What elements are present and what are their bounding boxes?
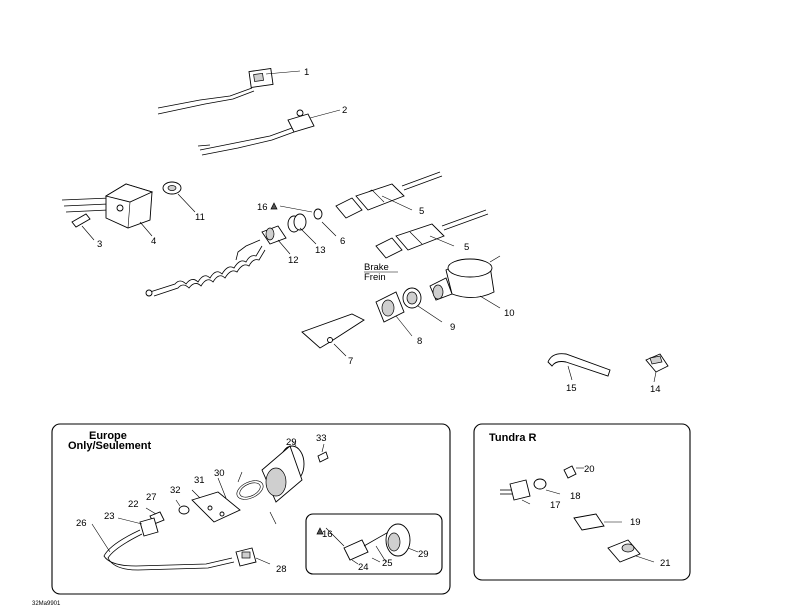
part-18-washer — [533, 478, 547, 490]
figure-reference-code: 32Ma9901 — [32, 601, 61, 607]
brake-label: Brake — [364, 262, 389, 273]
inset-parts — [316, 523, 411, 563]
europe-inset-panel — [305, 513, 443, 575]
part-13-spacer — [287, 213, 317, 245]
callout-29-main: 29 — [286, 437, 297, 448]
callout-33: 33 — [316, 433, 327, 444]
callout-31: 31 — [194, 475, 205, 486]
callout-8: 8 — [417, 336, 422, 347]
part-8-housing — [375, 291, 413, 337]
callout-1: 1 — [304, 67, 309, 78]
part-1-switch-harness — [157, 68, 301, 115]
part-6-nut — [313, 208, 337, 237]
part-15-cable-tie — [547, 353, 611, 381]
part-26-wire — [103, 529, 235, 571]
part-17-socket — [500, 479, 531, 501]
callout-19: 19 — [630, 517, 641, 528]
callout-6: 6 — [340, 236, 345, 247]
callout-12: 12 — [288, 255, 299, 266]
part-2-harness — [197, 109, 341, 156]
callout-17: 17 — [550, 500, 561, 511]
part-32-bracket — [191, 491, 241, 523]
callout-15: 15 — [566, 383, 577, 394]
part-11-grommet — [162, 181, 196, 213]
part-3-screw — [71, 213, 95, 241]
part-19-bracket — [573, 513, 605, 531]
callout-24: 24 — [358, 562, 369, 573]
part-4-control-box — [61, 183, 154, 237]
tundra-r-heading: Tundra R — [489, 432, 537, 444]
part-7-lever — [301, 313, 365, 357]
callout-3: 3 — [97, 239, 102, 250]
part-16-adhesive-symbol — [270, 202, 313, 213]
callout-29-inset: 29 — [418, 549, 429, 560]
callout-9: 9 — [450, 322, 455, 333]
part-10-brake-switch — [429, 255, 501, 309]
only-seulement-heading: Only/Seulement — [68, 440, 151, 452]
part-21-switch — [607, 539, 641, 563]
callout-10: 10 — [504, 308, 515, 319]
callout-28: 28 — [276, 564, 287, 575]
callout-11: 11 — [195, 212, 205, 223]
callout-32: 32 — [170, 485, 181, 496]
part-12-coil-cord — [145, 225, 291, 297]
callout-25: 25 — [382, 558, 393, 569]
callout-2: 2 — [342, 105, 347, 116]
part-14-clip — [645, 353, 669, 383]
callout-5-lower: 5 — [464, 242, 469, 253]
callout-13: 13 — [315, 245, 326, 256]
leader-lines — [91, 439, 655, 565]
callout-16-main: 16 — [257, 202, 268, 213]
callout-30: 30 — [214, 468, 225, 479]
europe-heading: Europe — [89, 430, 127, 442]
callout-21: 21 — [660, 558, 671, 569]
part-5-connector-upper — [335, 171, 443, 219]
callout-22: 22 — [128, 499, 139, 510]
part-30-ring — [236, 480, 264, 500]
part-29-gauge — [261, 445, 305, 503]
frein-label: Frein — [364, 272, 386, 283]
europe-only-panel — [51, 423, 451, 595]
part-33-screw — [317, 451, 329, 463]
tundra-r-panel — [473, 423, 691, 581]
callout-14: 14 — [650, 384, 661, 395]
part-5-connector-lower — [375, 209, 489, 259]
callout-16-inset: 16 — [322, 529, 333, 540]
callout-5-upper: 5 — [419, 206, 424, 217]
callout-7: 7 — [348, 356, 353, 367]
callout-27: 27 — [146, 492, 157, 503]
callout-20: 20 — [584, 464, 595, 475]
part-27-nut — [178, 505, 190, 515]
part-9-bezel — [402, 287, 443, 323]
part-28-connector — [235, 547, 257, 567]
callout-26: 26 — [76, 518, 87, 529]
callout-4: 4 — [151, 236, 156, 247]
part-23-bulb-socket — [139, 517, 159, 537]
callout-23: 23 — [104, 511, 115, 522]
callout-18: 18 — [570, 491, 581, 502]
part-20-bulb — [563, 465, 577, 479]
